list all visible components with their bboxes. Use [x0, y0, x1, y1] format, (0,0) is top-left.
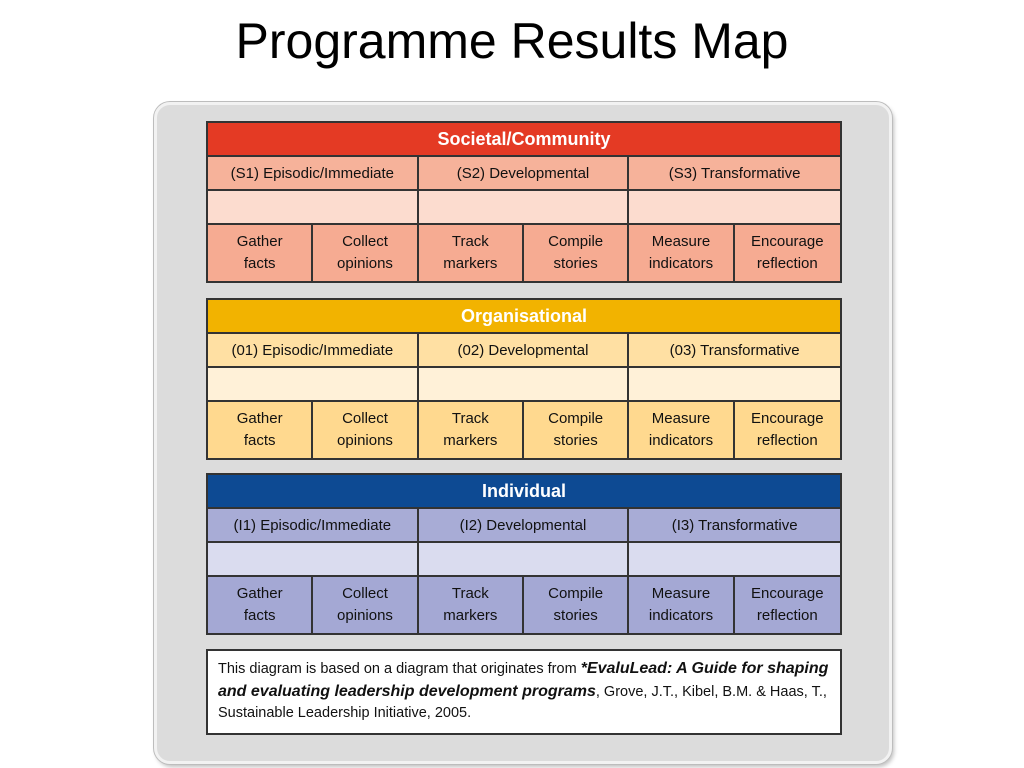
activity-cell: Track markers: [418, 225, 524, 281]
activity-cell: Collect opinions: [313, 577, 419, 633]
activity-cell: Measure indicators: [629, 225, 735, 281]
level-cell: (02) Developmental: [418, 334, 630, 366]
activity-cell: Track markers: [418, 402, 524, 458]
level-row: (I1) Episodic/Immediate (I2) Development…: [208, 509, 840, 543]
activity-cell: Compile stories: [523, 577, 630, 633]
level-row: (S1) Episodic/Immediate (S2) Development…: [208, 157, 840, 191]
activity-cell: Measure indicators: [629, 577, 735, 633]
level-cell: (I2) Developmental: [418, 509, 630, 541]
blank-cell: [208, 368, 419, 400]
section-heading: Societal/Community: [208, 123, 840, 157]
blank-row: [208, 368, 840, 402]
activity-row: Gather facts Collect opinions Track mark…: [208, 225, 840, 281]
activity-cell: Collect opinions: [313, 402, 419, 458]
section-organisational: Organisational (01) Episodic/Immediate (…: [206, 298, 842, 460]
activity-cell: Gather facts: [208, 402, 314, 458]
activity-cell: Track markers: [418, 577, 524, 633]
level-cell: (01) Episodic/Immediate: [208, 334, 419, 366]
blank-cell: [418, 368, 630, 400]
blank-cell: [629, 191, 840, 223]
source-note: This diagram is based on a diagram that …: [206, 649, 842, 735]
section-societal: Societal/Community (S1) Episodic/Immedia…: [206, 121, 842, 283]
activity-cell: Encourage reflection: [734, 225, 840, 281]
level-cell: (S3) Transformative: [629, 157, 840, 189]
blank-row: [208, 543, 840, 577]
activity-cell: Encourage reflection: [734, 577, 840, 633]
note-citation-title: *EvaluLead: A Guide for shaping and eval…: [218, 660, 829, 701]
activity-cell: Compile stories: [523, 402, 630, 458]
activity-cell: Measure indicators: [629, 402, 735, 458]
blank-cell: [208, 543, 419, 575]
activity-cell: Encourage reflection: [734, 402, 840, 458]
level-cell: (03) Transformative: [629, 334, 840, 366]
section-individual: Individual (I1) Episodic/Immediate (I2) …: [206, 473, 842, 635]
page-title: Programme Results Map: [235, 13, 789, 69]
level-cell: (I3) Transformative: [629, 509, 840, 541]
level-cell: (S1) Episodic/Immediate: [208, 157, 419, 189]
activity-cell: Compile stories: [523, 225, 630, 281]
level-cell: (S2) Developmental: [418, 157, 630, 189]
level-row: (01) Episodic/Immediate (02) Development…: [208, 334, 840, 368]
blank-cell: [629, 543, 840, 575]
blank-cell: [418, 543, 630, 575]
activity-row: Gather facts Collect opinions Track mark…: [208, 402, 840, 458]
section-heading: Organisational: [208, 300, 840, 334]
note-suffix: , Grove, J.T., Kibel, B.M. & Haas, T., S…: [218, 684, 827, 722]
section-heading: Individual: [208, 475, 840, 509]
activity-cell: Gather facts: [208, 577, 314, 633]
blank-cell: [208, 191, 419, 223]
note-prefix: This diagram is based on a diagram that …: [218, 661, 581, 677]
blank-row: [208, 191, 840, 225]
blank-cell: [629, 368, 840, 400]
activity-cell: Collect opinions: [313, 225, 419, 281]
activity-cell: Gather facts: [208, 225, 314, 281]
level-cell: (I1) Episodic/Immediate: [208, 509, 419, 541]
activity-row: Gather facts Collect opinions Track mark…: [208, 577, 840, 633]
blank-cell: [418, 191, 630, 223]
